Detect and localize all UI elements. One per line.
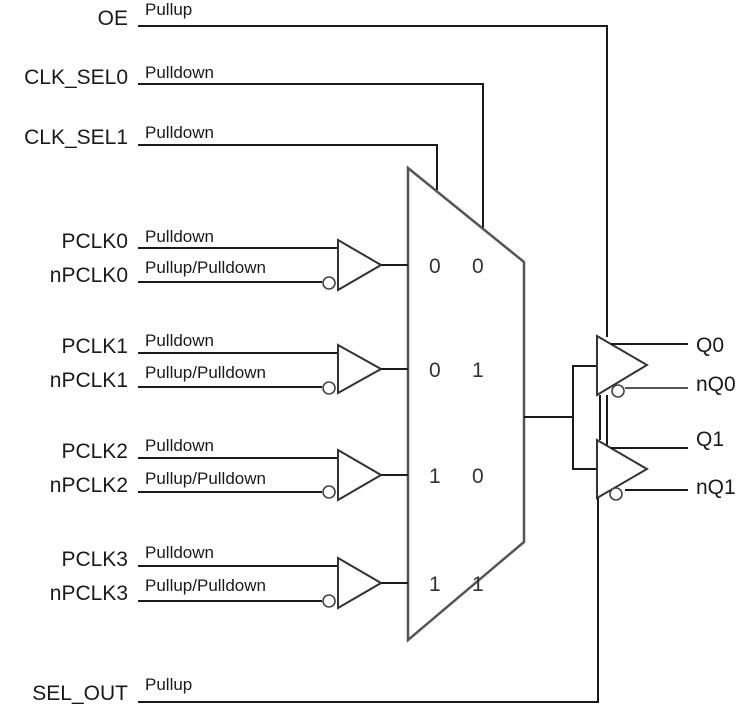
nq1-label: nQ1 (696, 476, 736, 499)
pclk1-bias: Pulldown (145, 331, 214, 350)
inversion-bubble-icon (322, 485, 336, 499)
output-buffer-0: Q0 nQ0 (596, 334, 736, 398)
q1-label: Q1 (696, 428, 724, 451)
nq0-label: nQ0 (696, 373, 736, 396)
inversion-bubble-icon (322, 276, 336, 290)
clock-input-3: PCLK3 Pulldown nPCLK3 Pullup/Pulldown 1 … (50, 543, 484, 610)
sel-bit: 0 (472, 255, 484, 278)
clk-sel0-label: CLK_SEL0 (24, 66, 128, 89)
input-buffer-icon (337, 448, 383, 502)
clk-sel1-label: CLK_SEL1 (24, 126, 128, 149)
output-buffer-1: Q1 nQ1 (596, 428, 736, 501)
clk-sel0-wire (138, 83, 484, 230)
fanout-wire (572, 365, 597, 470)
sel-bit: 1 (429, 573, 441, 596)
sel-bit: 1 (472, 359, 484, 382)
oe-bias: Pullup (145, 0, 192, 19)
clock-input-2: PCLK2 Pulldown nPCLK2 Pullup/Pulldown 1 … (50, 436, 484, 502)
clk-sel1-wire (138, 144, 438, 190)
npclk1-bias: Pullup/Pulldown (145, 363, 266, 382)
npclk2-label: nPCLK2 (50, 474, 128, 497)
pclk3-label: PCLK3 (61, 548, 128, 571)
input-buffer-icon (337, 556, 383, 610)
output-buffer-icon (596, 438, 649, 500)
sel-out-bias: Pullup (145, 675, 192, 694)
multiplexer (406, 165, 526, 643)
q0-label: Q0 (696, 334, 724, 357)
inversion-bubble-icon (611, 384, 625, 398)
npclk0-bias: Pullup/Pulldown (145, 258, 266, 277)
npclk0-label: nPCLK0 (50, 264, 128, 287)
npclk3-bias: Pullup/Pulldown (145, 576, 266, 595)
pclk1-label: PCLK1 (61, 335, 128, 358)
npclk1-label: nPCLK1 (50, 369, 128, 392)
pclk2-label: PCLK2 (61, 440, 128, 463)
pclk3-bias: Pulldown (145, 543, 214, 562)
sel-bit: 1 (472, 573, 484, 596)
sel-out-wire (138, 498, 599, 703)
oe-label: OE (98, 7, 128, 30)
inversion-bubble-icon (322, 381, 336, 395)
sel-bit: 1 (429, 465, 441, 488)
sel-bit: 0 (429, 359, 441, 382)
oe-wire (138, 25, 608, 337)
input-buffer-icon (337, 238, 383, 292)
pclk2-bias: Pulldown (145, 436, 214, 455)
pclk0-label: PCLK0 (61, 230, 128, 253)
clock-input-0: PCLK0 Pulldown nPCLK0 Pullup/Pulldown 0 … (50, 227, 484, 292)
pclk0-bias: Pulldown (145, 227, 214, 246)
npclk2-bias: Pullup/Pulldown (145, 469, 266, 488)
sel-out-label: SEL_OUT (32, 682, 128, 705)
clk-sel0-bias: Pulldown (145, 63, 214, 82)
inversion-bubble-icon (322, 594, 336, 608)
sel-bit: 0 (429, 255, 441, 278)
inversion-bubble-icon (609, 487, 623, 501)
input-buffer-icon (337, 343, 384, 395)
output-buffer-icon (596, 334, 649, 397)
npclk3-label: nPCLK3 (50, 582, 128, 605)
clock-input-1: PCLK1 Pulldown nPCLK1 Pullup/Pulldown 0 … (50, 331, 484, 395)
sel-bit: 0 (472, 465, 484, 488)
clk-sel1-bias: Pulldown (145, 123, 214, 142)
